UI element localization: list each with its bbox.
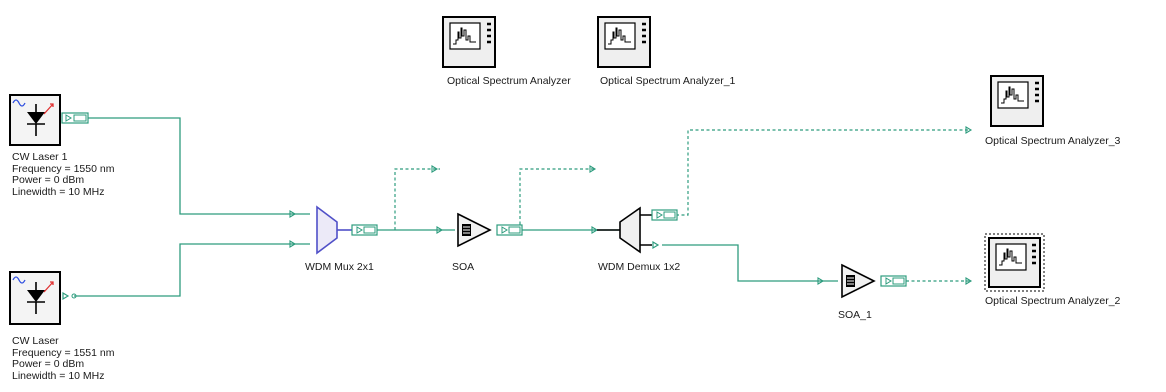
soa-chip-lines [463,226,470,234]
port-inner [508,226,521,234]
laser-power: Power = 0 dBm [12,358,85,370]
arrowhead [431,165,439,173]
arrowhead [436,226,444,234]
soa-chip-lines [847,277,854,285]
port-inner [363,226,376,234]
demux-body [619,206,641,254]
cw-laser-1[interactable] [9,94,89,146]
port-arrow-icon [656,211,663,219]
soa-amplifier[interactable] [457,212,523,248]
optical-links [74,117,838,297]
mux-body [316,205,338,255]
sine-wave-icon [12,99,26,107]
spectrum-icon [999,248,1022,266]
mux-label: WDM Mux 2x1 [305,261,374,273]
optical-spectrum-analyzer-2[interactable] [984,233,1045,292]
osa-label: Optical Spectrum Analyzer [447,75,571,87]
selection-outline [984,233,1045,292]
laser-diode-bar [27,104,45,136]
demux-output-port-2[interactable] [652,240,660,250]
analyzer-screen [604,22,636,50]
arrowhead [591,226,599,234]
port-inner [663,211,676,219]
link-demux-to-soa1[interactable] [662,244,838,282]
laser-name: CW Laser [12,335,59,347]
monitor-link-osa1[interactable] [519,168,596,230]
demux-label: WDM Demux 1x2 [598,261,681,273]
laser-1-name: CW Laser 1 [12,151,68,163]
sine-wave-icon [12,276,26,284]
osa-1-label: Optical Spectrum Analyzer_1 [600,75,736,88]
monitor-link-osa[interactable] [394,168,440,230]
arrowhead [589,165,597,173]
optical-spectrum-analyzer[interactable] [442,16,496,68]
laser-1-power: Power = 0 dBm [12,174,85,186]
emission-arrow-icon [43,281,54,293]
port-arrow-icon [885,277,892,285]
analyzer-knobs-icon [1035,81,1039,103]
arrowhead [965,277,973,285]
soa-1-triangle [841,263,876,299]
arrowhead [817,277,825,285]
wdm-demux-1x2[interactable] [597,206,678,254]
port-arrow-icon [356,226,363,234]
soa-1-label: SOA_1 [838,309,872,321]
link-arrowheads [289,126,973,285]
monitor-link-osa3[interactable] [676,129,970,216]
cw-laser[interactable] [9,271,77,325]
analyzer-screen [997,81,1029,109]
optical-spectrum-analyzer-3[interactable] [990,75,1044,127]
analyzer-screen [995,243,1027,271]
arrowhead [289,210,297,218]
osa-2-label: Optical Spectrum Analyzer_2 [985,295,1121,307]
link-laser1-to-mux[interactable] [88,117,310,215]
laser-1-label-block: CW Laser 1 Frequency = 1550 nm Power = 0… [12,151,115,198]
demux-out-lines [640,214,652,246]
optical-spectrum-analyzer-1[interactable] [597,16,651,68]
analyzer-knobs-icon [1032,243,1036,265]
wdm-mux-2x1[interactable] [316,205,378,255]
port-arrow-icon [501,226,508,234]
spectrum-icon [453,27,476,45]
laser-frequency: Frequency = 1551 nm [12,346,115,359]
port-inner [73,114,87,122]
laser-label-block: CW Laser Frequency = 1551 nm Power = 0 d… [12,335,115,382]
osa-3-label: Optical Spectrum Analyzer_3 [985,135,1121,147]
laser-diode-icon [27,112,45,124]
spectrum-icon [608,27,631,45]
laser-1-linewidth: Linewidth = 10 MHz [12,185,105,198]
arrowhead [289,240,297,248]
laser-diode-bar [27,282,45,314]
monitor-links [394,129,970,282]
analyzer-knobs-icon [487,22,491,44]
spectrum-icon [1001,86,1024,104]
laser-output-port[interactable] [62,291,70,301]
laser-diode-icon [27,290,45,302]
port-arrow-icon [65,114,72,122]
link-laser2-to-mux[interactable] [74,243,310,297]
port-inner [892,277,905,285]
laser-1-frequency: Frequency = 1550 nm [12,162,115,175]
arrowhead [965,126,973,134]
soa-triangle [457,212,492,248]
laser-1-output-port[interactable] [61,112,89,124]
soa-1-amplifier[interactable] [841,263,907,299]
laser-linewidth: Linewidth = 10 MHz [12,369,105,382]
port-dot [71,293,77,299]
soa-label: SOA [452,261,475,273]
analyzer-screen [449,22,481,50]
analyzer-knobs-icon [642,22,646,44]
emission-arrow-icon [43,103,54,115]
